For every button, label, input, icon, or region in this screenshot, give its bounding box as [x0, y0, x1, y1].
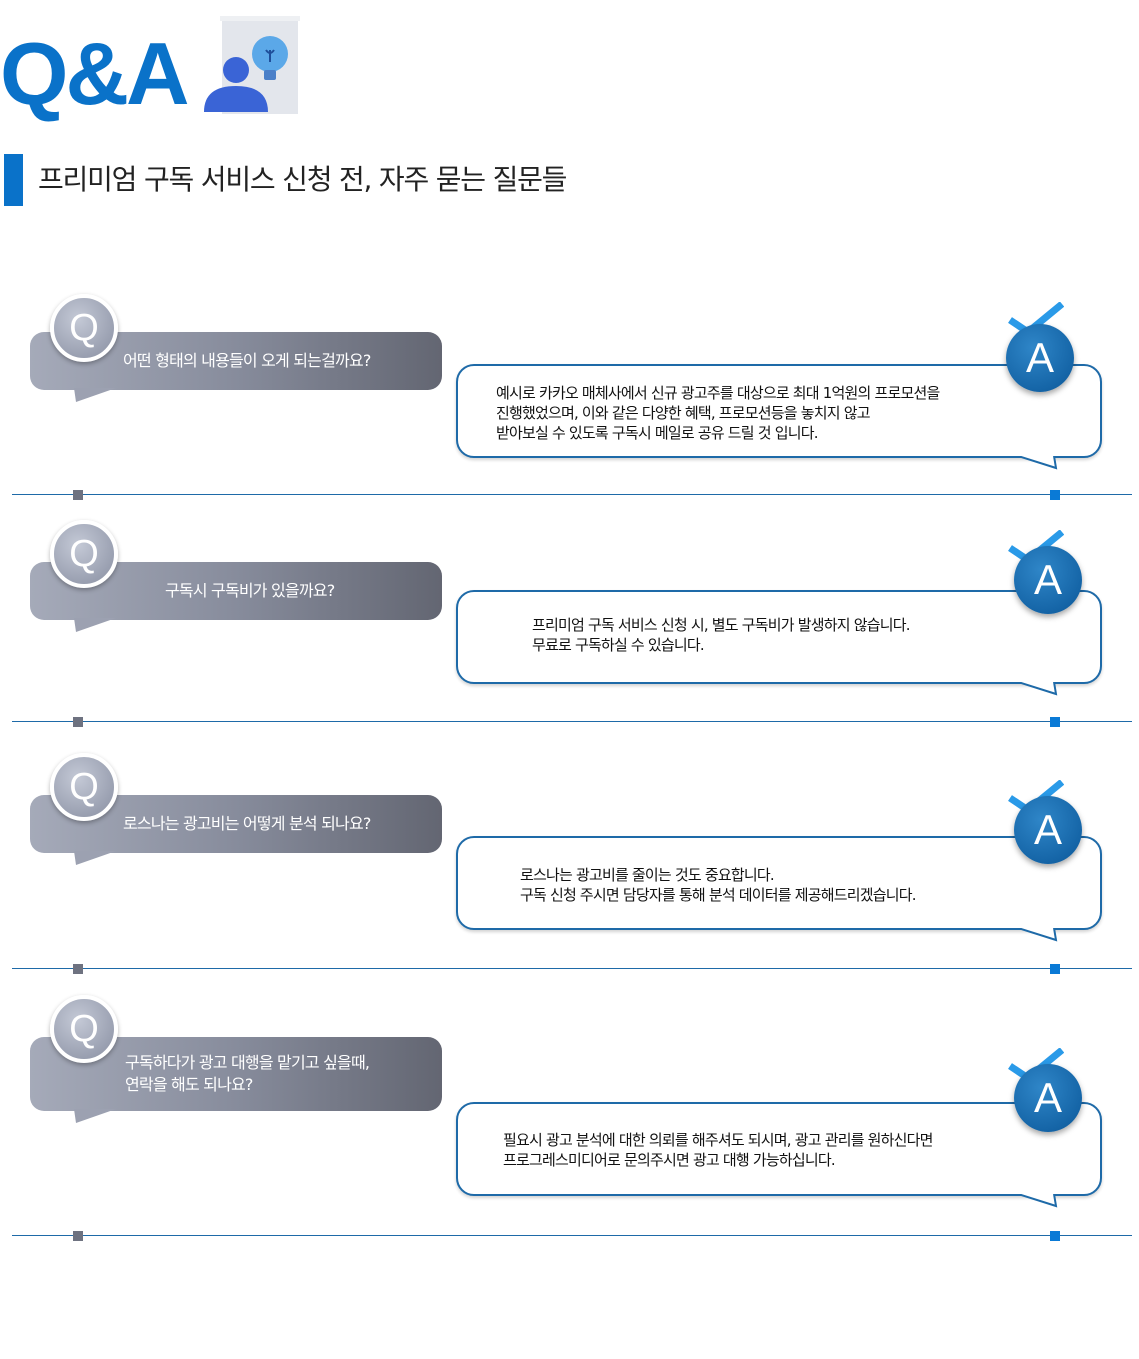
- question-badge: Q: [50, 753, 118, 821]
- question-badge: Q: [50, 294, 118, 362]
- divider-marker-right: [1050, 964, 1060, 974]
- divider-marker-left: [73, 964, 83, 974]
- divider-line: [12, 721, 1132, 722]
- question-badge: Q: [50, 995, 118, 1063]
- divider-marker-left: [73, 1231, 83, 1241]
- divider-marker-left: [73, 490, 83, 500]
- divider-line: [12, 1235, 1132, 1236]
- answer-badge: A: [1014, 796, 1082, 864]
- answer-bubble: [456, 1102, 1102, 1196]
- answer-text: 로스나는 광고비를 줄이는 것도 중요합니다. 구독 신청 주시면 담당자를 통…: [520, 866, 917, 904]
- answer-text: 필요시 광고 분석에 대한 의뢰를 해주셔도 되시며, 광고 관리를 원하신다면…: [503, 1131, 933, 1169]
- divider-line: [12, 968, 1132, 969]
- question-text: 연락을 해도 되나요?: [125, 1075, 253, 1094]
- answer-bubble-tail: [1018, 1194, 1058, 1208]
- subtitle-accent-bar: [4, 154, 23, 206]
- page-subtitle: 프리미엄 구독 서비스 신청 전, 자주 묻는 질문들: [38, 163, 567, 196]
- page-title: Q&A: [0, 24, 190, 123]
- question-bubble-tail: [74, 618, 116, 632]
- answer-bubble: [456, 364, 1102, 458]
- question-text: 로스나는 광고비는 어떻게 분석 되나요?: [123, 814, 371, 833]
- question-badge: Q: [50, 520, 118, 588]
- answer-text: 예시로 카카오 매체사에서 신규 광고주를 대상으로 최대 1억원의 프로모션을…: [496, 384, 940, 442]
- answer-badge: A: [1006, 324, 1074, 392]
- question-bubble-tail: [74, 388, 116, 402]
- answer-bubble-tail: [1018, 682, 1058, 696]
- divider-marker-right: [1050, 1231, 1060, 1241]
- divider-line: [12, 494, 1132, 495]
- answer-bubble: [456, 836, 1102, 930]
- answer-badge: A: [1014, 1064, 1082, 1132]
- question-text: 어떤 형태의 내용들이 오게 되는걸까요?: [123, 351, 371, 370]
- divider-marker-right: [1050, 717, 1060, 727]
- answer-bubble: [456, 590, 1102, 684]
- person-lightbulb-icon: [204, 16, 300, 114]
- question-text: 구독시 구독비가 있을까요?: [165, 581, 335, 600]
- divider-marker-right: [1050, 490, 1060, 500]
- divider-marker-left: [73, 717, 83, 727]
- answer-bubble-tail: [1018, 928, 1058, 942]
- answer-text: 프리미엄 구독 서비스 신청 시, 별도 구독비가 발생하지 않습니다. 무료로…: [532, 616, 910, 654]
- question-bubble-tail: [74, 1109, 116, 1123]
- answer-bubble-tail: [1018, 456, 1058, 470]
- question-bubble-tail: [74, 851, 116, 865]
- question-text: 구독하다가 광고 대행을 맡기고 싶을때,: [125, 1053, 370, 1072]
- answer-badge: A: [1014, 546, 1082, 614]
